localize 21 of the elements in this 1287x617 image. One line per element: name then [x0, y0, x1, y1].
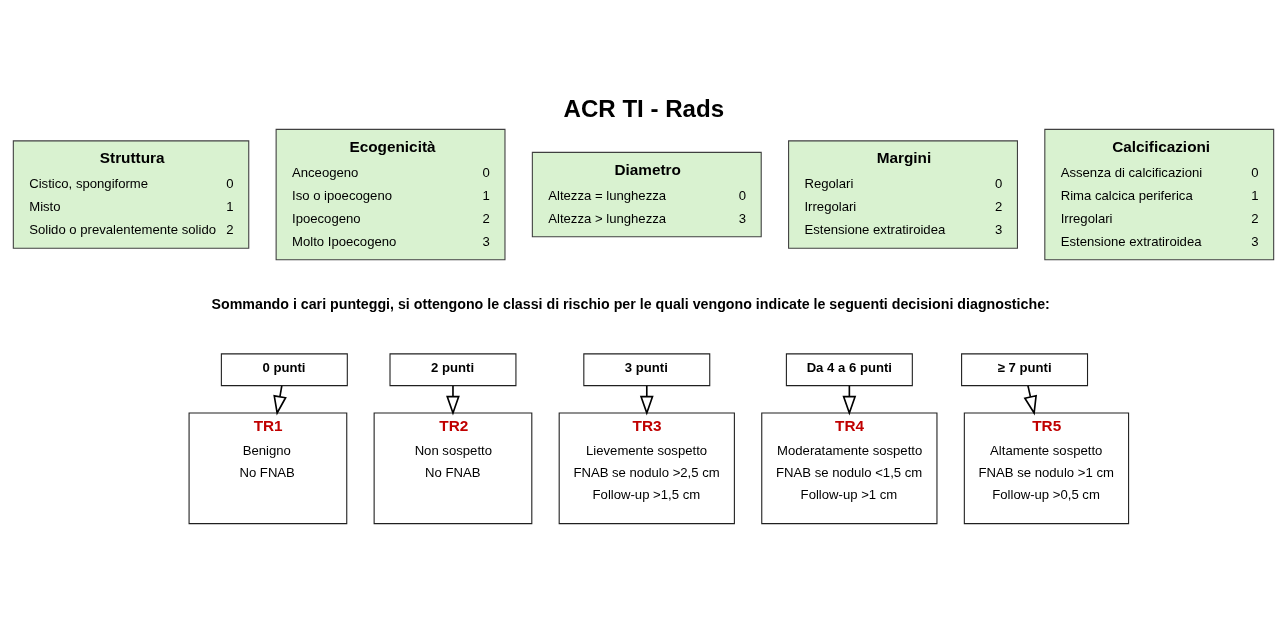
- label: Sommando i cari punteggi, si ottengono le classi di rischio per le quali vengono indicate le seguenti decisioni diagnostiche:: [211, 295, 1050, 312]
- node-box: TR5 Altamente sospetto FNAB se nodulo >1 cm Follow-up >0,5 cm: [963, 411, 1130, 524]
- node-box: TR4 Moderatamente sospetto FNAB se nodulo <1,5 cm Follow-up >1 cm: [761, 411, 938, 524]
- node-box: Diametro Altezza = lunghezza 0 Altezza > lunghezza 3: [531, 151, 762, 237]
- diagram-title: ACR TI - Rads: [563, 94, 725, 122]
- node-box: ≥ 7 punti: [961, 352, 1089, 386]
- node-box: Margini Regolari 0 Irregolari 2 Estensione extratiroidea 3: [788, 139, 1018, 249]
- node-box: Ecogenicità Anceogeno 0 Iso o ipoecogeno 1 Ipoecogeno 2 Molto Ipoecogeno 3: [275, 128, 506, 260]
- node-box: TR2 Non sospetto No FNAB: [373, 411, 533, 524]
- node-box: 3 punti: [583, 352, 711, 386]
- node-box: TR3 Lievemente sospetto FNAB se nodulo >2,5 cm Follow-up >1,5 cm: [558, 411, 735, 524]
- arrow: [639, 384, 654, 415]
- node-box: Calcificazioni Assenza di calcificazioni 0 Rima calcica periferica 1 Irregolari 2 Estensione extratiroidea 3: [1044, 128, 1275, 260]
- node-box: 2 punti: [389, 352, 517, 386]
- arrow: [1023, 384, 1038, 415]
- node-box: 0 punti: [220, 352, 348, 386]
- arrow: [273, 384, 287, 415]
- node-box: Struttura Cistico, spongiforme 0 Misto 1 Solido o prevalentemente solido 2: [12, 139, 250, 249]
- node-box: TR1 Benigno No FNAB: [188, 411, 348, 524]
- arrow: [446, 384, 460, 415]
- node-box: Da 4 a 6 punti: [785, 352, 913, 386]
